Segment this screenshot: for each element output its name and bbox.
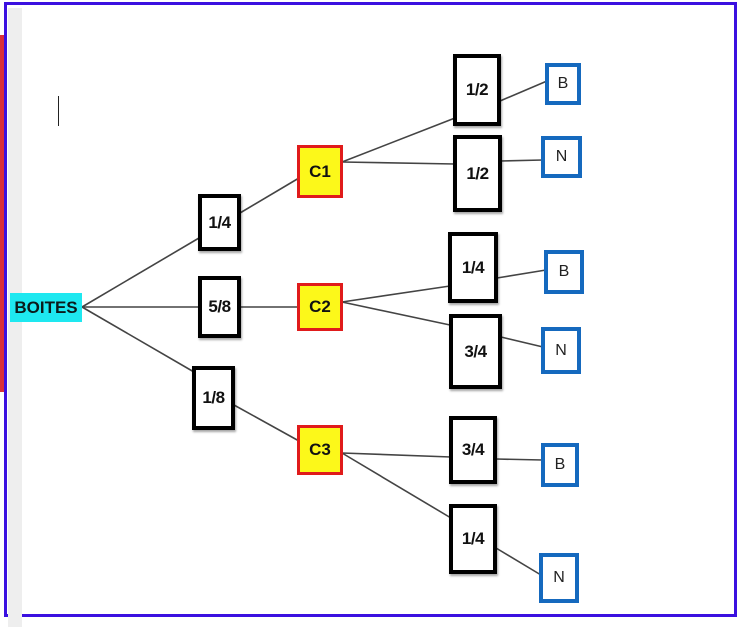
leaf-c2-b: B [544,250,584,294]
prob-label: 1/2 [465,80,489,99]
left-edge-strip [0,35,4,392]
edge-p31-b [495,458,544,461]
edge-p32-n [495,547,542,576]
prob-node-c2-n: 3/4 [449,314,502,389]
prob-node-c2: 5/8 [198,276,241,338]
edge-c2-p21 [341,285,451,303]
edge-c2-p22 [341,301,451,326]
leaf-c1-n: N [541,136,582,178]
leaf-label: B [558,263,570,280]
leaf-c3-b: B [541,443,579,487]
edge-p22-n [500,336,544,348]
box-label: C2 [309,297,331,316]
edge-root-p1 [81,237,200,308]
prob-label: 1/4 [461,529,485,548]
prob-label: 3/4 [461,440,485,459]
edge-p21-b [496,269,547,279]
text-cursor [58,96,59,126]
edge-p1-c1 [239,177,300,214]
prob-node-c3-b: 3/4 [449,416,497,484]
prob-label: 1/4 [208,212,231,232]
prob-node-c2-b: 1/4 [448,232,498,303]
edge-c3-p31 [341,452,452,458]
leaf-c3-n: N [539,553,579,603]
prob-label: 1/8 [202,388,225,407]
edge-c1-p12 [341,161,456,165]
edge-root-p3 [81,306,195,373]
canvas-frame [4,2,737,617]
box-label: C1 [309,161,331,181]
prob-node-c1-n: 1/2 [453,135,502,212]
leaf-label: N [555,148,568,165]
edge-p12-n [499,159,544,162]
edge-c1-p11 [341,117,456,163]
leaf-label: N [553,569,565,586]
leaf-label: B [554,456,566,473]
root-node: BOITES [10,293,82,322]
box-node-c2: C2 [297,283,343,331]
root-label: BOITES [14,297,78,317]
edge-p3-c3 [233,404,300,442]
prob-node-c3-n: 1/4 [449,504,497,574]
box-label: C3 [309,440,331,459]
leaf-c1-b: B [545,63,581,105]
leaf-c2-n: N [541,327,581,374]
edge-c3-p32 [341,452,452,519]
box-node-c3: C3 [297,425,343,475]
prob-node-c3: 1/8 [192,366,235,430]
prob-label: 5/8 [208,297,231,316]
prob-node-c1-b: 1/2 [453,54,501,126]
edge-p11-b [499,80,548,102]
prob-label: 1/2 [466,163,489,183]
box-node-c1: C1 [297,145,343,198]
prob-label: 1/4 [461,257,485,277]
prob-label: 3/4 [464,341,487,361]
leaf-label: N [555,341,567,359]
prob-node-c1: 1/4 [198,194,241,251]
leaf-label: B [557,75,569,92]
